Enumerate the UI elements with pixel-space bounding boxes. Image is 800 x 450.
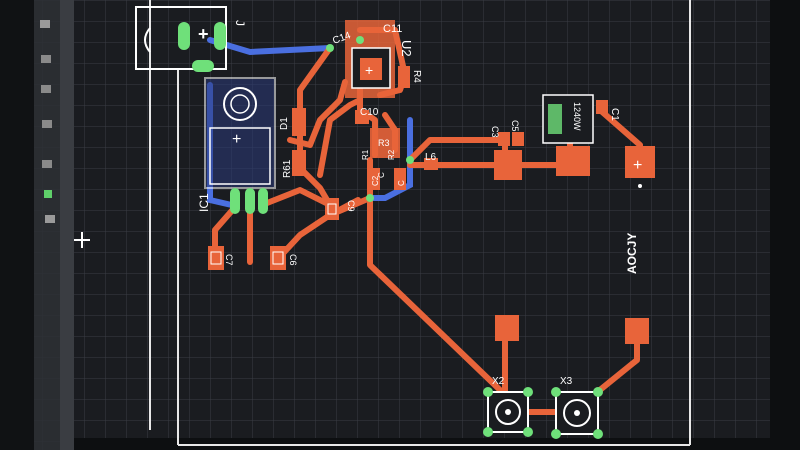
label-c-left: C (377, 172, 386, 178)
label-d1: D1 (279, 117, 290, 130)
label-c3: C3 (490, 126, 500, 138)
label-aocjy: AOCJY (625, 233, 639, 274)
inductor-l6[interactable] (424, 158, 438, 170)
label-c2: C2 (371, 175, 380, 186)
vias[interactable] (326, 36, 414, 202)
crosshair-cursor-icon (74, 232, 90, 248)
svg-text:+: + (365, 62, 373, 78)
resistor-r3[interactable] (370, 128, 400, 158)
cap-c10[interactable] (355, 110, 369, 124)
label-c1: C1 (609, 108, 620, 121)
chip-label: 1240W (572, 102, 582, 131)
label-c11: C11 (383, 23, 402, 35)
label-j: J (233, 20, 247, 26)
svg-text:+: + (232, 131, 241, 148)
ic1-regulator[interactable]: + IC1 (197, 77, 276, 214)
label-c5: C5 (510, 120, 520, 132)
cap-c6[interactable] (270, 246, 286, 270)
diode-d1[interactable] (292, 108, 306, 136)
label-r61: R61 (282, 159, 293, 178)
cap-c9[interactable] (325, 198, 339, 220)
label-c6: C6 (288, 254, 298, 266)
resistor-r61[interactable] (292, 150, 306, 176)
label-c9: C9 (346, 200, 356, 212)
label-r4: R4 (411, 70, 422, 83)
cap-c-right[interactable] (394, 168, 406, 190)
board-outline (149, 0, 691, 446)
label-x2: X2 (492, 376, 505, 387)
connector-j[interactable]: + J (135, 6, 247, 72)
label-c7: C7 (224, 254, 234, 266)
cap-c1[interactable] (596, 100, 608, 114)
label-l6: L6 (425, 152, 437, 163)
label-c-right: C (397, 180, 406, 186)
switch-x2[interactable]: X2 (483, 376, 533, 437)
label-x3: X3 (560, 376, 573, 387)
switch-x3[interactable]: X3 (551, 376, 603, 439)
ic-u2[interactable]: + U2 (345, 20, 414, 98)
cap-c7[interactable] (208, 246, 224, 270)
cap-c2[interactable] (368, 168, 380, 190)
svg-text:+: + (198, 24, 209, 44)
label-u2: U2 (399, 40, 414, 57)
plus-marker-icon: + (633, 157, 642, 174)
label-r2: R2 (387, 149, 396, 160)
label-r3: R3 (378, 138, 390, 148)
label-ic1: IC1 (197, 193, 211, 212)
pad-lower-right[interactable] (625, 318, 649, 344)
pad-lower-left[interactable] (495, 315, 519, 341)
pad-c3[interactable] (494, 150, 522, 180)
toolbar-icons[interactable] (40, 20, 55, 223)
label-r1: R1 (361, 149, 370, 160)
output-pad[interactable] (625, 146, 655, 178)
chip-1240w[interactable]: 1240W (542, 94, 594, 176)
label-c10: C10 (360, 107, 379, 118)
